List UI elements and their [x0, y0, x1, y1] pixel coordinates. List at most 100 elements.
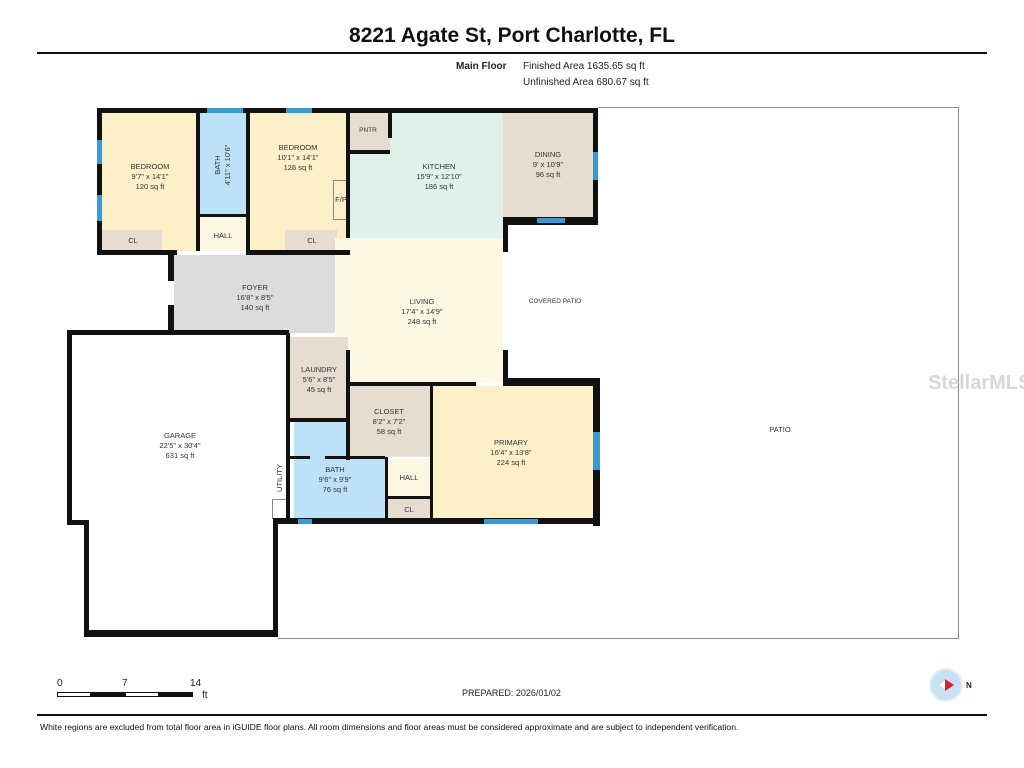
wall: [346, 108, 350, 238]
scale-segment: [159, 692, 193, 697]
window: [298, 519, 312, 524]
scale-tick: 7: [122, 678, 128, 689]
room-area: 631 sq ft: [165, 451, 195, 460]
room-area: 76 sq ft: [322, 485, 348, 494]
prepared-date: PREPARED: 2026/01/02: [462, 688, 561, 698]
wall: [325, 456, 385, 459]
room-name: LIVING: [409, 297, 435, 306]
wall: [346, 382, 476, 386]
patio-area-lower: [278, 520, 598, 639]
wall: [67, 330, 289, 335]
wall: [503, 350, 508, 386]
label-utility: UTILITY: [275, 464, 284, 492]
disclaimer: White regions are excluded from total fl…: [40, 722, 739, 732]
wall: [168, 255, 174, 281]
room-dims: 9'6" x 9'9": [318, 475, 352, 484]
wall: [346, 150, 390, 154]
room-dims: 16'8" x 8'5": [236, 293, 274, 302]
wall: [67, 520, 89, 525]
room-name: CLOSET: [373, 407, 405, 416]
scale-tick: 0: [57, 678, 63, 689]
room-area: 96 sq ft: [535, 170, 561, 179]
compass-arrow-north: [945, 679, 954, 691]
room-name: BEDROOM: [278, 143, 318, 152]
room-bedroom-1: [102, 113, 196, 251]
wall: [430, 386, 433, 524]
room-area: 248 sq ft: [407, 317, 437, 326]
wall: [286, 333, 290, 524]
wall: [273, 518, 278, 637]
window: [286, 108, 312, 113]
room-name: DINING: [534, 150, 562, 159]
wall: [388, 496, 430, 499]
room-dims: 5'6" x 8'5": [302, 375, 336, 384]
scale-segment: [91, 692, 125, 697]
wall: [246, 250, 350, 255]
room-dims: 9' x 10'9": [532, 160, 564, 169]
closet-3: [388, 499, 430, 520]
room-area: 140 sq ft: [240, 303, 270, 312]
room-name: KITCHEN: [422, 162, 456, 171]
room-name: BEDROOM: [130, 162, 170, 171]
room-name: LAUNDRY: [301, 365, 337, 374]
room-closet: [350, 386, 430, 457]
wall: [503, 217, 508, 252]
window: [593, 152, 598, 180]
wall: [388, 108, 392, 138]
room-dims: 9'7" x 14'1": [131, 172, 169, 181]
window: [97, 195, 102, 221]
wall: [290, 456, 310, 459]
room-area: 45 sq ft: [306, 385, 332, 394]
header-divider: [37, 52, 987, 54]
wall: [67, 330, 72, 525]
page-title: 8221 Agate St, Port Charlotte, FL: [349, 24, 675, 47]
label-patio: PATIO: [769, 425, 791, 434]
room-name: BATH: [325, 465, 345, 474]
patio-area: [598, 107, 959, 639]
room-dims: 4'11" x 10'6": [223, 144, 232, 186]
scale-tick: 14: [190, 678, 202, 689]
wall: [97, 250, 177, 255]
watermark-logo: StellarMLS: [928, 372, 1024, 394]
pantry: [350, 113, 390, 152]
room-dims: 8'2" x 7'2": [372, 417, 406, 426]
room-bedroom-2: [250, 113, 348, 251]
compass-icon: [929, 668, 963, 702]
hall-2: [388, 459, 430, 497]
wall: [273, 518, 600, 524]
window: [593, 432, 600, 470]
label-pantry: PNTR: [359, 127, 377, 134]
room-area: 58 sq ft: [376, 427, 402, 436]
wall: [97, 108, 102, 255]
window: [207, 108, 243, 113]
wall: [200, 214, 246, 217]
room-area: 120 sq ft: [135, 182, 165, 191]
hall-1: [200, 216, 246, 251]
compass-arrow-tail: [939, 679, 947, 691]
footer-divider: [37, 714, 987, 716]
floor-name: Main Floor: [456, 61, 507, 72]
wall: [84, 630, 278, 637]
window: [537, 218, 565, 223]
room-dims: 17'4" x 14'9": [401, 307, 443, 316]
room-bath-1: [200, 113, 246, 216]
label-closet-3: CL: [404, 505, 414, 514]
room-primary: [432, 386, 593, 520]
room-area: 126 sq ft: [283, 163, 313, 172]
wall: [385, 457, 388, 523]
label-hall-2: HALL: [399, 473, 419, 482]
wall: [246, 108, 250, 251]
label-fireplace: F/P: [335, 195, 347, 204]
wall: [196, 108, 200, 251]
room-area: 186 sq ft: [424, 182, 454, 191]
scale-unit: ft: [202, 690, 208, 701]
